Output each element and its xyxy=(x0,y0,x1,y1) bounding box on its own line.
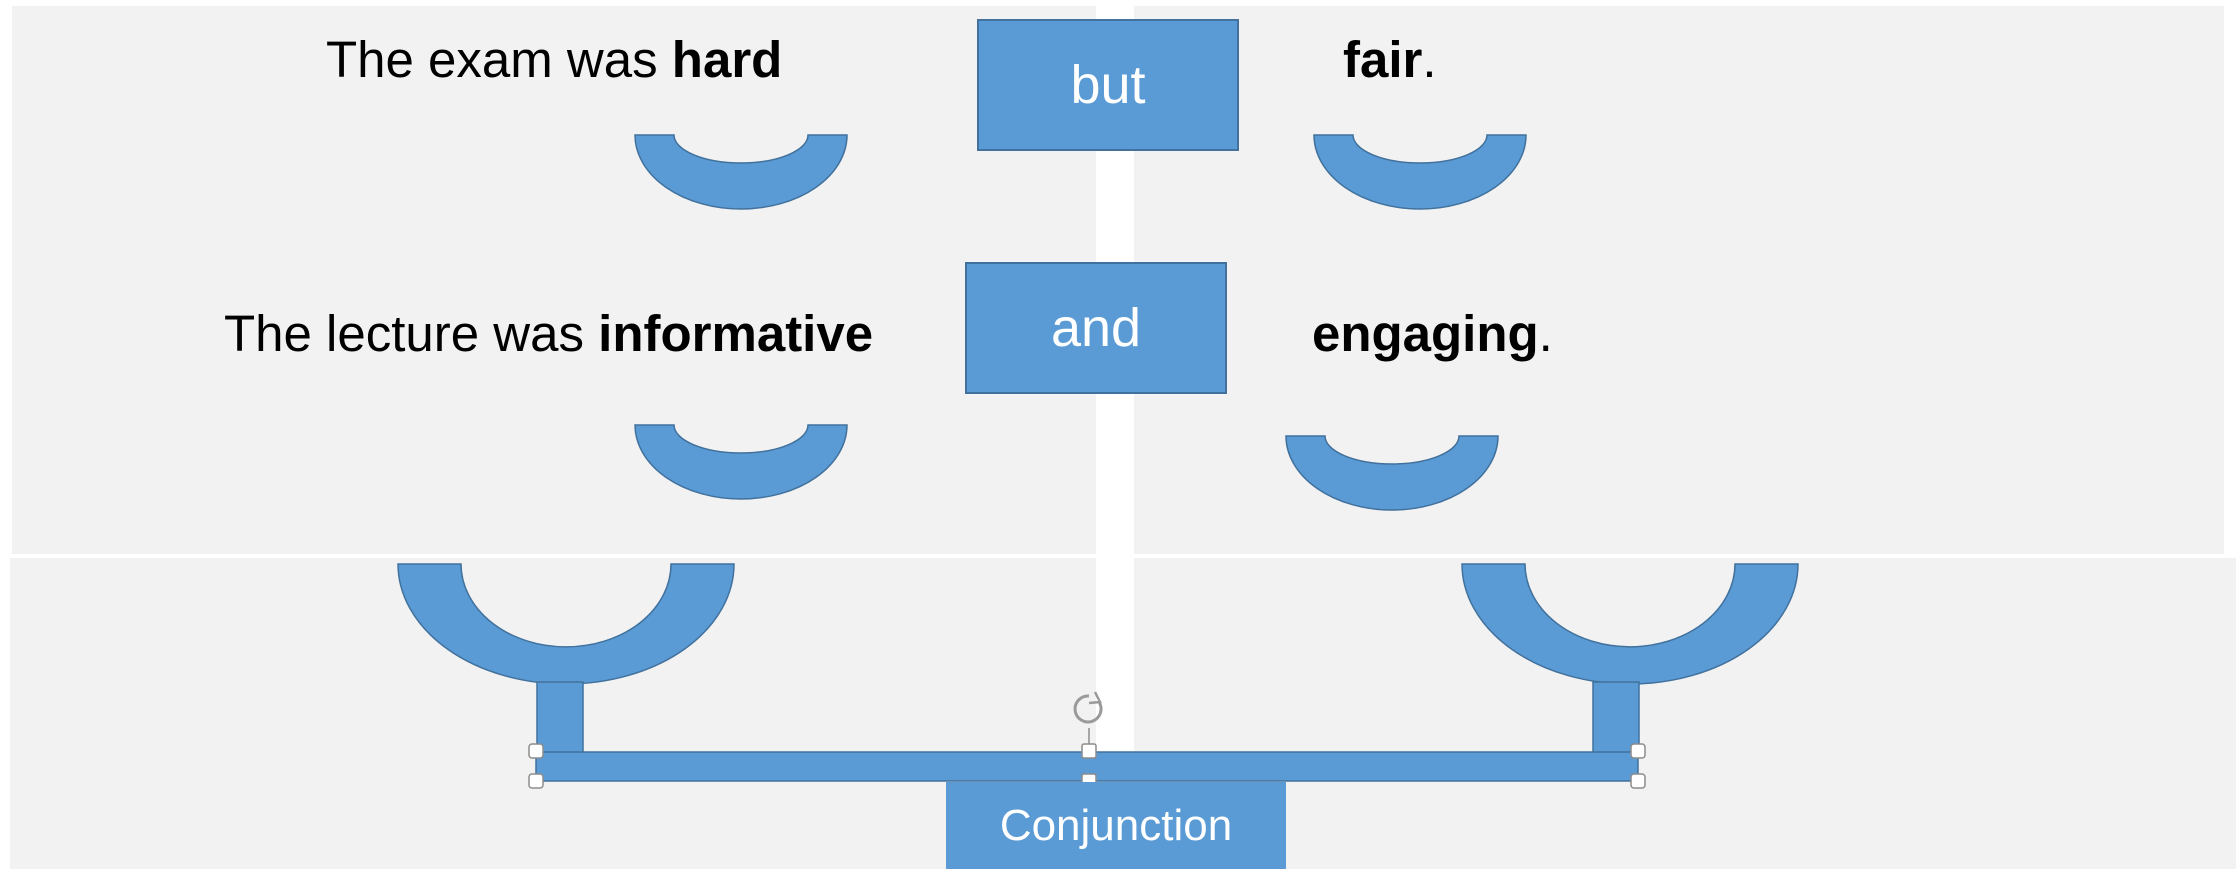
cup-shape xyxy=(634,424,848,500)
sentence-2-right: engaging. xyxy=(1312,308,1553,359)
sentence-2-left-word: informative xyxy=(598,305,874,362)
left-pan xyxy=(397,563,735,685)
scale-label: Conjunction xyxy=(999,800,1233,850)
cup-shape xyxy=(634,134,848,210)
sentence-1-left-word: hard xyxy=(671,31,783,88)
scale-label-box[interactable]: Conjunction xyxy=(946,782,1286,869)
sentence-1-punct: . xyxy=(1422,31,1437,88)
sentence-2-punct: . xyxy=(1538,305,1553,362)
cup-shape xyxy=(1285,435,1499,511)
conjunction-box-but[interactable]: but xyxy=(977,19,1239,151)
right-pan-post xyxy=(1592,681,1640,755)
sentence-2-right-word: engaging xyxy=(1312,305,1539,362)
right-pan xyxy=(1461,563,1799,685)
sentence-1-prefix: The exam was xyxy=(326,31,672,88)
conjunction-box-but-label: but xyxy=(1070,55,1146,115)
sentence-2-prefix: The lecture was xyxy=(224,305,599,362)
sentence-1-left: The exam was hard xyxy=(326,34,782,85)
sentence-2-left: The lecture was informative xyxy=(224,308,873,359)
conjunction-box-and-label: and xyxy=(1050,298,1142,358)
cup-shape xyxy=(1313,134,1527,210)
conjunction-box-and[interactable]: and xyxy=(965,262,1227,394)
sentence-1-right-word: fair xyxy=(1343,31,1423,88)
left-pan-post xyxy=(536,681,584,755)
sentence-1-right: fair. xyxy=(1343,34,1437,85)
rotate-handle-icon xyxy=(1073,691,1103,724)
